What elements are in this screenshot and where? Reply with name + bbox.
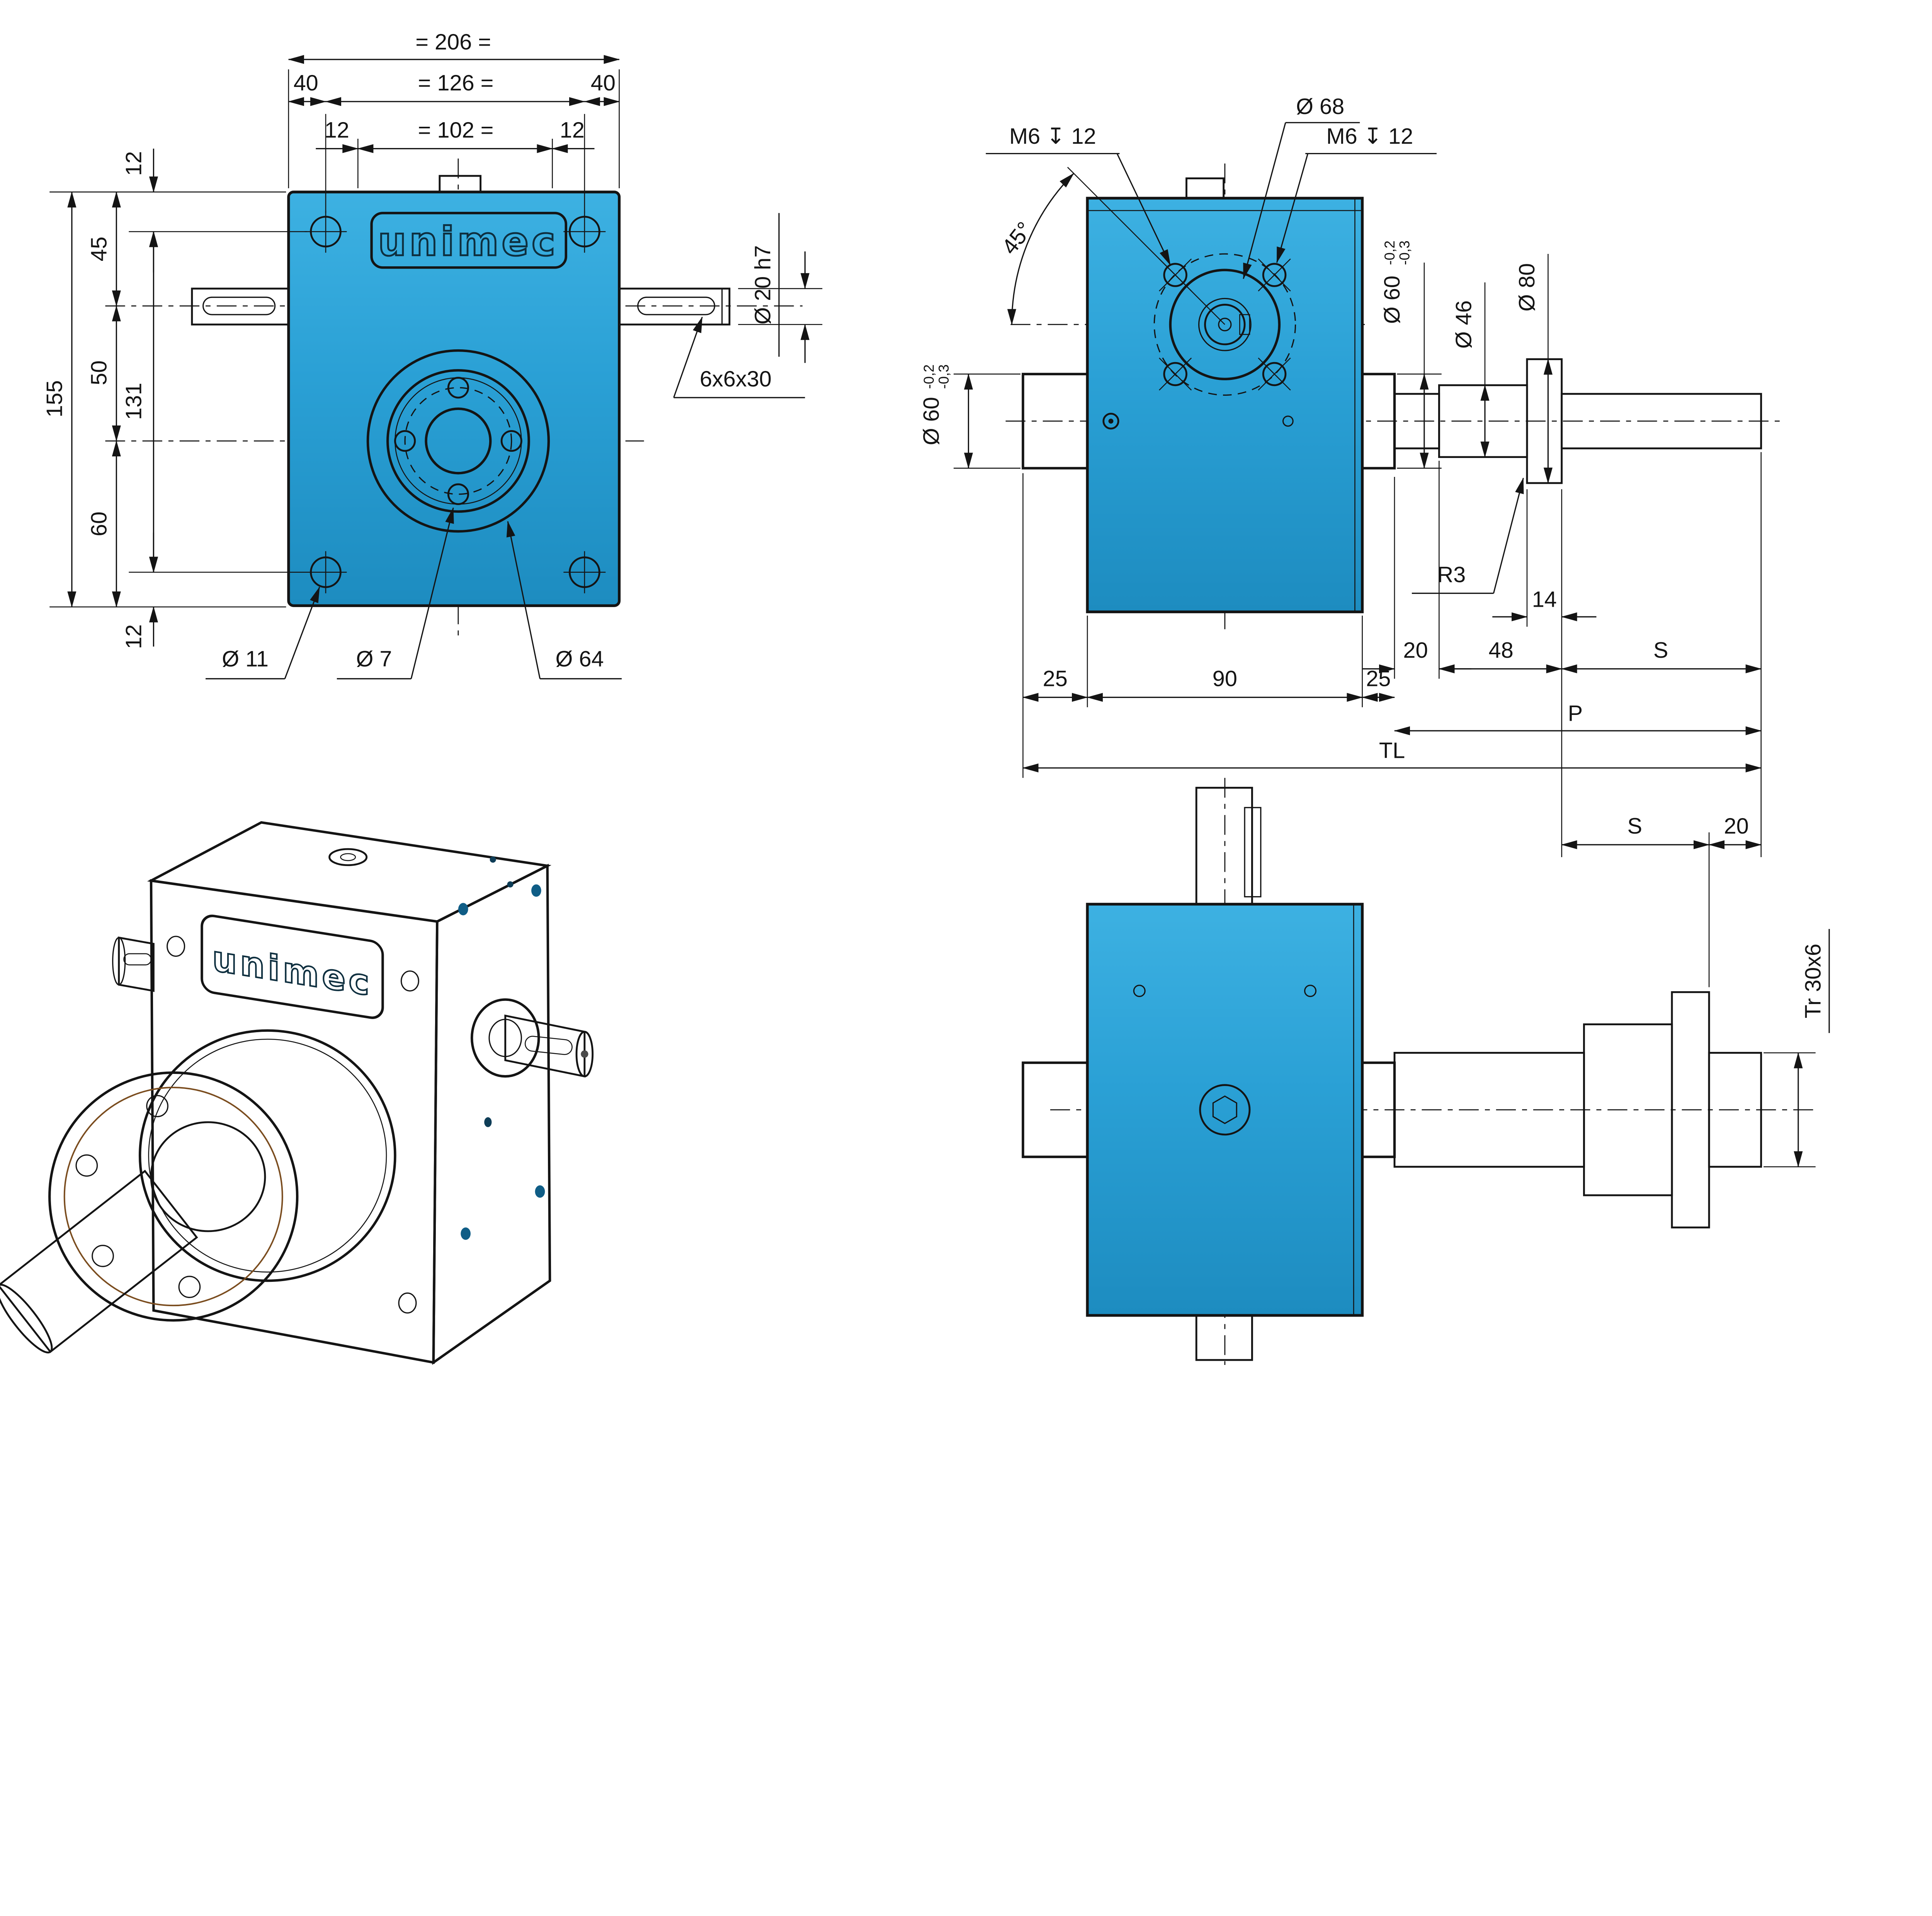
iso-hole-r2 [531,884,541,897]
dim-hole-inset-left: 12 [325,118,349,143]
tap-bolt-circle [1153,253,1296,396]
dim-fillet: R3 [1437,562,1466,587]
dim-nut-dia: Ø 46 [1452,300,1476,349]
dim-total-width: = 206 = [415,30,491,54]
gearbox-body-top [1086,903,1364,1317]
dim-top-edge-to-hole: 12 [121,151,146,176]
iso-hole-r1 [458,903,468,915]
bolt-circle [404,387,512,495]
wheel-flange [386,369,530,513]
dim-stroke-top: S [1628,814,1642,839]
hex-plug [1199,1084,1251,1136]
dim-flange-thickness: 14 [1532,587,1557,612]
gearbox-body-front [287,191,621,607]
dim-boss-tol-lower-l: -0,3 [936,364,952,389]
dim-inner-spacing: = 102 = [418,118,494,143]
dim-tap-right: M6 ↧ 12 [1327,124,1413,149]
cover-hole-2 [1304,985,1317,997]
mounting-holes [304,210,606,594]
iso-hole-3 [398,1292,417,1314]
iso-flange-hole-4 [178,1276,201,1298]
keyway-right [637,296,715,315]
side-view: 45° Ø 68 M6 ↧ 12 M6 ↧ 12 Ø 60 -0,2 -0,3 … [919,94,1784,857]
hub-bore [425,407,492,475]
iso-shaft-left [118,936,155,992]
gearbox-body-side [1086,197,1364,613]
dim-boss-length-right: 25 [1366,667,1391,691]
front-view: unimec = 206 = 40 = 126 = 40 [42,30,823,680]
technical-drawing-page: unimec = 206 = 40 = 126 = 40 [0,30,1830,1365]
iso-hole-r3 [461,1227,471,1240]
iso-front-boss [138,1029,396,1282]
dim-hole-spacing-v: 131 [121,383,146,420]
hex-socket [1212,1095,1237,1124]
dim-screw-end: 20 [1724,814,1749,839]
dim-ring-dia: Ø 68 [1296,94,1344,119]
bearing-ring [1169,269,1281,380]
logo-plate [370,212,567,269]
dim-shaft-dia: Ø 20 h7 [751,245,776,325]
dim-boss-to-nut: 20 [1403,638,1428,663]
iso-flange [48,1071,299,1322]
screw-thread-2 [1561,393,1762,449]
flange-holes [394,377,522,505]
screw-jack-drawing: unimec = 206 = 40 = 126 = 40 [0,30,1830,1365]
iso-flange-hole-2 [75,1154,98,1177]
dim-boss-dia-left: Ø 60 [919,397,944,445]
dim-stroke-side: S [1653,638,1668,663]
iso-flange-hole-3 [92,1245,114,1267]
dim-edge-hole-left: 40 [294,71,318,95]
dim-spigot-dia: Ø 64 [555,647,604,671]
side-port-small [1282,415,1294,427]
iso-flange-hole-1 [146,1095,168,1118]
dim-flange-hole-dia: Ø 7 [356,647,392,671]
worm-shaft-end [1204,304,1246,345]
keyway-left [202,296,276,315]
dim-total-height: 155 [42,380,67,417]
dim-edge-hole-right: 40 [591,71,616,95]
iso-hole-1 [167,936,185,957]
iso-nut-hub [150,1121,266,1232]
dim-boss-tol-upper-r: -0,2 [1382,240,1398,265]
dim-total-length: TL [1379,738,1405,763]
dim-boss-length-left: 25 [1043,667,1068,691]
iso-top-plug [328,848,368,866]
dim-key-size: 6x6x30 [700,367,772,391]
dim-boss-tol-lower-r: -0,3 [1396,240,1412,265]
iso-bearing-ring [470,998,540,1078]
key-up [1244,807,1262,898]
dim-flange-dia: Ø 80 [1515,263,1539,311]
dim-hole-spacing-h: = 126 = [418,71,494,95]
dim-top-to-axis: 45 [87,237,112,261]
iso-hole-2 [400,970,419,992]
dim-body-width: 90 [1213,667,1237,691]
dim-boss-dia-right: Ø 60 [1380,276,1405,324]
top-dimensions: S 20 Tr 30x6 [1561,814,1830,1167]
dim-protrusion: P [1568,701,1583,726]
side-port [1102,413,1119,430]
dim-nut-length: 48 [1489,638,1514,663]
dim-mount-hole-dia: Ø 11 [222,647,269,671]
dim-boss-tol-upper-l: -0,2 [921,364,937,389]
dim-hole-inset-right: 12 [560,118,585,143]
dim-tap-left: M6 ↧ 12 [1009,124,1096,149]
dim-thread-spec: Tr 30x6 [1801,944,1826,1018]
brand-logo: unimec [378,219,558,265]
spigot-circle [366,349,550,533]
iso-hole-r5 [484,1117,492,1127]
side-dimensions: 45° Ø 68 M6 ↧ 12 M6 ↧ 12 Ø 60 -0,2 -0,3 … [919,94,1762,857]
screw-thread-top-2 [1708,1052,1762,1168]
iso-screw [0,1169,198,1354]
front-dimensions: = 206 = 40 = 126 = 40 12 = 102 = 12 155 … [42,30,823,680]
cover-hole-1 [1133,985,1146,997]
iso-hole-r4 [535,1185,545,1198]
dim-bottom-edge-to-hole: 12 [121,624,146,649]
dim-axis-to-bottom: 60 [87,512,112,536]
top-view: S 20 Tr 30x6 [1022,778,1830,1365]
dim-axis-spacing: 50 [87,361,112,385]
